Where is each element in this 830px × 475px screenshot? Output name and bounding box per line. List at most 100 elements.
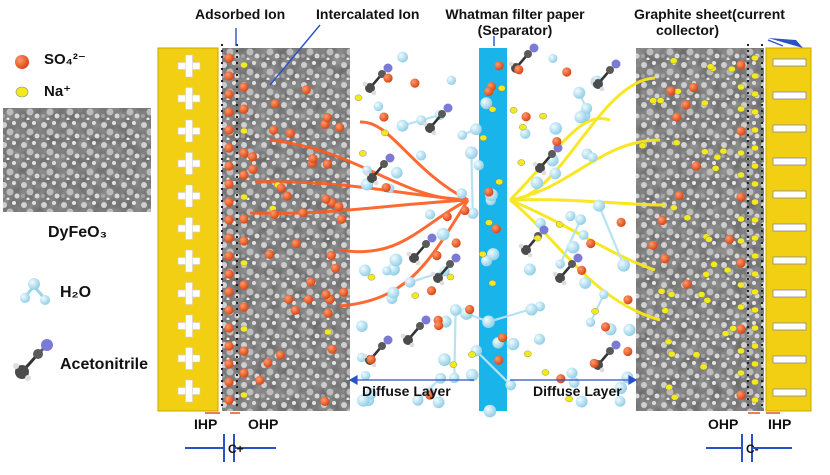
sodium-ion: [751, 126, 759, 134]
plus-icon: [177, 152, 201, 175]
sulfate-ion: [239, 214, 249, 224]
sulfate-legend-icon: [15, 55, 29, 69]
water-molecule: [505, 379, 517, 391]
water-molecule: [548, 53, 558, 63]
plus-icon: [177, 379, 201, 403]
sodium-ion: [667, 291, 676, 298]
minus-icon: [772, 355, 807, 364]
ihp-right-label: IHP: [768, 416, 792, 432]
sulfate-ion: [442, 211, 452, 222]
sodium-ion: [751, 216, 759, 224]
sodium-ion: [737, 369, 745, 377]
sulfate-ion: [410, 78, 420, 88]
water-molecule: [362, 165, 372, 175]
sulfate-ion: [224, 143, 234, 153]
sulfate-ion: [451, 238, 461, 248]
sodium-ion: [729, 325, 737, 332]
water-molecule: [614, 381, 628, 395]
graphite-label-line2: collector): [656, 22, 720, 38]
sulfate-ion: [322, 159, 332, 169]
sulfate-ion: [224, 269, 234, 279]
sulfate-ion: [552, 136, 562, 147]
sodium-ion: [751, 306, 759, 314]
sulfate-ion: [224, 287, 234, 297]
sodium-ion: [697, 291, 706, 298]
water-molecule: [565, 210, 576, 222]
callout-lines: [235, 24, 784, 86]
water-molecule: [549, 167, 562, 180]
sulfate-ion: [425, 390, 435, 400]
sodium-ion: [751, 324, 759, 332]
minus-icon: [772, 190, 807, 199]
sodium-ion: [670, 204, 678, 211]
sulfate-ion: [688, 82, 699, 93]
sulfate-ion: [498, 333, 508, 343]
sulfate-ion: [736, 390, 746, 400]
sulfate-ion: [224, 377, 234, 387]
sodium-ion: [638, 142, 647, 149]
sodium-ion: [751, 54, 759, 62]
sulfate-ion: [323, 308, 333, 318]
sulfate-ion: [494, 355, 504, 365]
sulfate-ion: [434, 320, 444, 331]
sodium-ion: [706, 63, 715, 70]
sulfate-ion: [239, 148, 249, 158]
sulfate-ion: [322, 112, 333, 123]
left-current-collector: [157, 47, 219, 412]
sulfate-ion: [275, 350, 286, 360]
plus-icon: [177, 87, 201, 110]
sodium-ion: [702, 271, 711, 278]
water-molecule: [359, 264, 371, 277]
sulfate-ion: [239, 236, 249, 246]
sulfate-ion: [224, 179, 234, 189]
separator-label: Whatman filter paper (Separator): [445, 6, 585, 38]
sodium-ion: [751, 396, 759, 404]
sulfate-ion: [339, 287, 349, 298]
sodium-ion: [479, 134, 488, 142]
sulfate-ion: [657, 215, 667, 226]
right-current-collector: [765, 47, 812, 412]
diffuse-layer-right-label: Diffuse Layer: [533, 383, 622, 399]
sulfate-ion: [239, 104, 249, 114]
capacitor-right-label: C-: [746, 442, 759, 456]
sulfate-ion: [239, 346, 249, 356]
sodium-ion: [381, 129, 389, 137]
plus-icon: [177, 282, 201, 305]
sulfate-ion: [577, 265, 587, 275]
sodium-ion: [737, 303, 745, 311]
water-molecule: [416, 150, 427, 161]
legend-water-label: H₂O: [60, 284, 92, 301]
sodium-ion: [703, 297, 712, 304]
sulfate-ion: [460, 205, 470, 216]
sulfate-ion: [255, 375, 265, 385]
plus-icon: [177, 184, 201, 208]
sulfate-ion: [623, 295, 633, 305]
sulfate-ion: [326, 250, 336, 261]
sodium-ion: [354, 94, 363, 101]
sulfate-ion: [276, 183, 286, 193]
sulfate-ion: [465, 304, 475, 315]
sodium-ion: [683, 214, 692, 221]
water-molecule: [574, 111, 587, 124]
water-molecule: [575, 214, 586, 225]
sulfate-ion: [224, 53, 234, 63]
sodium-ion: [664, 338, 673, 345]
water-molecule: [486, 248, 500, 261]
sulfate-ion: [381, 183, 391, 193]
sulfate-ion: [432, 251, 442, 261]
sulfate-ion: [321, 289, 331, 300]
sulfate-ion: [224, 341, 234, 351]
water-molecule: [623, 323, 636, 336]
sulfate-ion: [320, 396, 330, 407]
diffuse-layer-arrows: [348, 374, 638, 386]
sulfate-ion: [224, 197, 234, 207]
sulfate-ion: [648, 240, 658, 250]
sulfate-ion: [484, 187, 494, 197]
sodium-ion: [710, 261, 718, 268]
acetonitrile-molecule: [422, 103, 453, 136]
sodium-ion: [649, 97, 657, 104]
sodium-ion: [737, 83, 745, 91]
sulfate-ion: [484, 86, 494, 97]
sulfate-ion: [491, 224, 501, 234]
